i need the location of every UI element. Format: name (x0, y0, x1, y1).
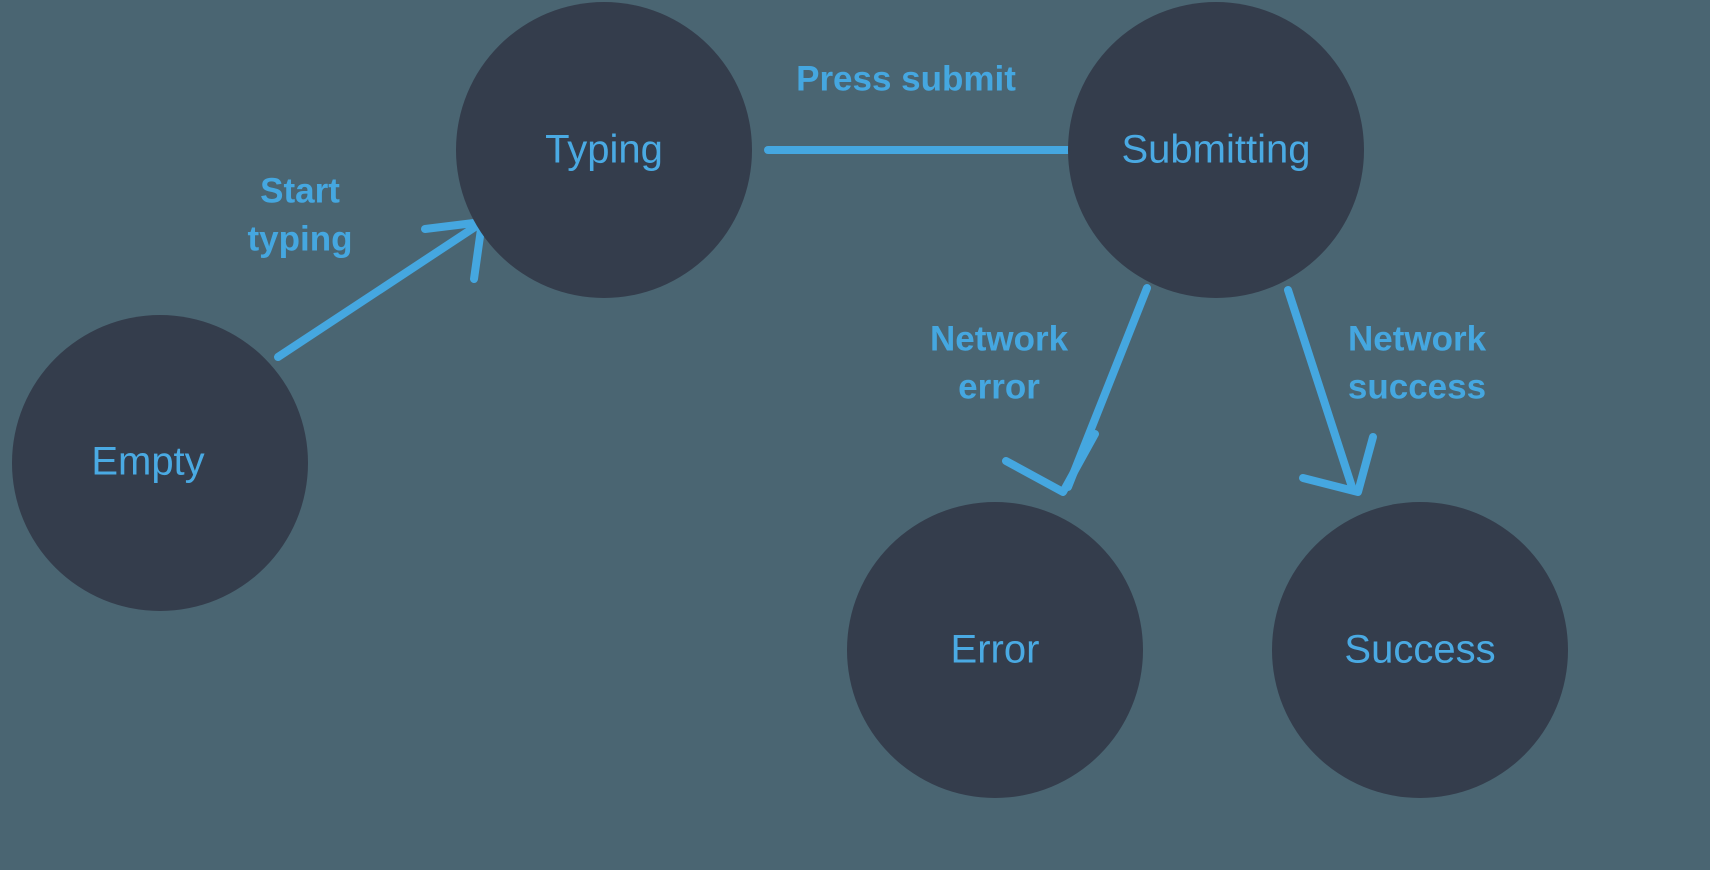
edge-empty-to-typing-line (274, 221, 482, 361)
node-error-label: Error (951, 628, 1040, 672)
node-success-label: Success (1344, 628, 1495, 672)
node-success-circle[interactable] (1272, 502, 1568, 798)
edge-submitting-to-error (1002, 284, 1151, 496)
edge-submitting-to-error-arrowhead-icon (1002, 430, 1099, 496)
node-submitting[interactable]: Submitting (1068, 2, 1364, 298)
node-submitting-circle[interactable] (1068, 2, 1364, 298)
edge-label-start-typing-line2: typing (248, 219, 353, 258)
edge-label-typing-to-submitting: Press submit (796, 59, 1016, 98)
node-success[interactable]: Success (1272, 502, 1568, 798)
edge-label-empty-to-typing: Start typing (248, 171, 353, 258)
edge-label-network-error-line1: Network (930, 319, 1069, 358)
node-typing[interactable]: Typing (456, 2, 752, 298)
edge-submitting-to-success (1284, 286, 1377, 496)
edge-label-network-success-line1: Network (1348, 319, 1487, 358)
node-error-circle[interactable] (847, 502, 1143, 798)
node-error[interactable]: Error (847, 502, 1143, 798)
edge-label-submitting-to-error: Network error (930, 319, 1069, 406)
edge-submitting-to-success-arrowhead-icon (1299, 433, 1377, 496)
edge-label-press-submit: Press submit (796, 59, 1016, 98)
edge-label-submitting-to-success: Network success (1348, 319, 1487, 406)
edge-submitting-to-success-line (1284, 286, 1356, 491)
node-typing-label: Typing (545, 128, 663, 172)
node-submitting-label: Submitting (1122, 128, 1311, 172)
edge-label-start-typing-line1: Start (260, 171, 340, 210)
edge-label-network-error-line2: error (958, 367, 1040, 406)
node-typing-circle[interactable] (456, 2, 752, 298)
node-empty-label: Empty (91, 440, 204, 484)
node-empty-circle[interactable] (12, 315, 308, 611)
edge-label-network-success-line2: success (1348, 367, 1486, 406)
node-empty[interactable]: Empty (12, 315, 308, 611)
